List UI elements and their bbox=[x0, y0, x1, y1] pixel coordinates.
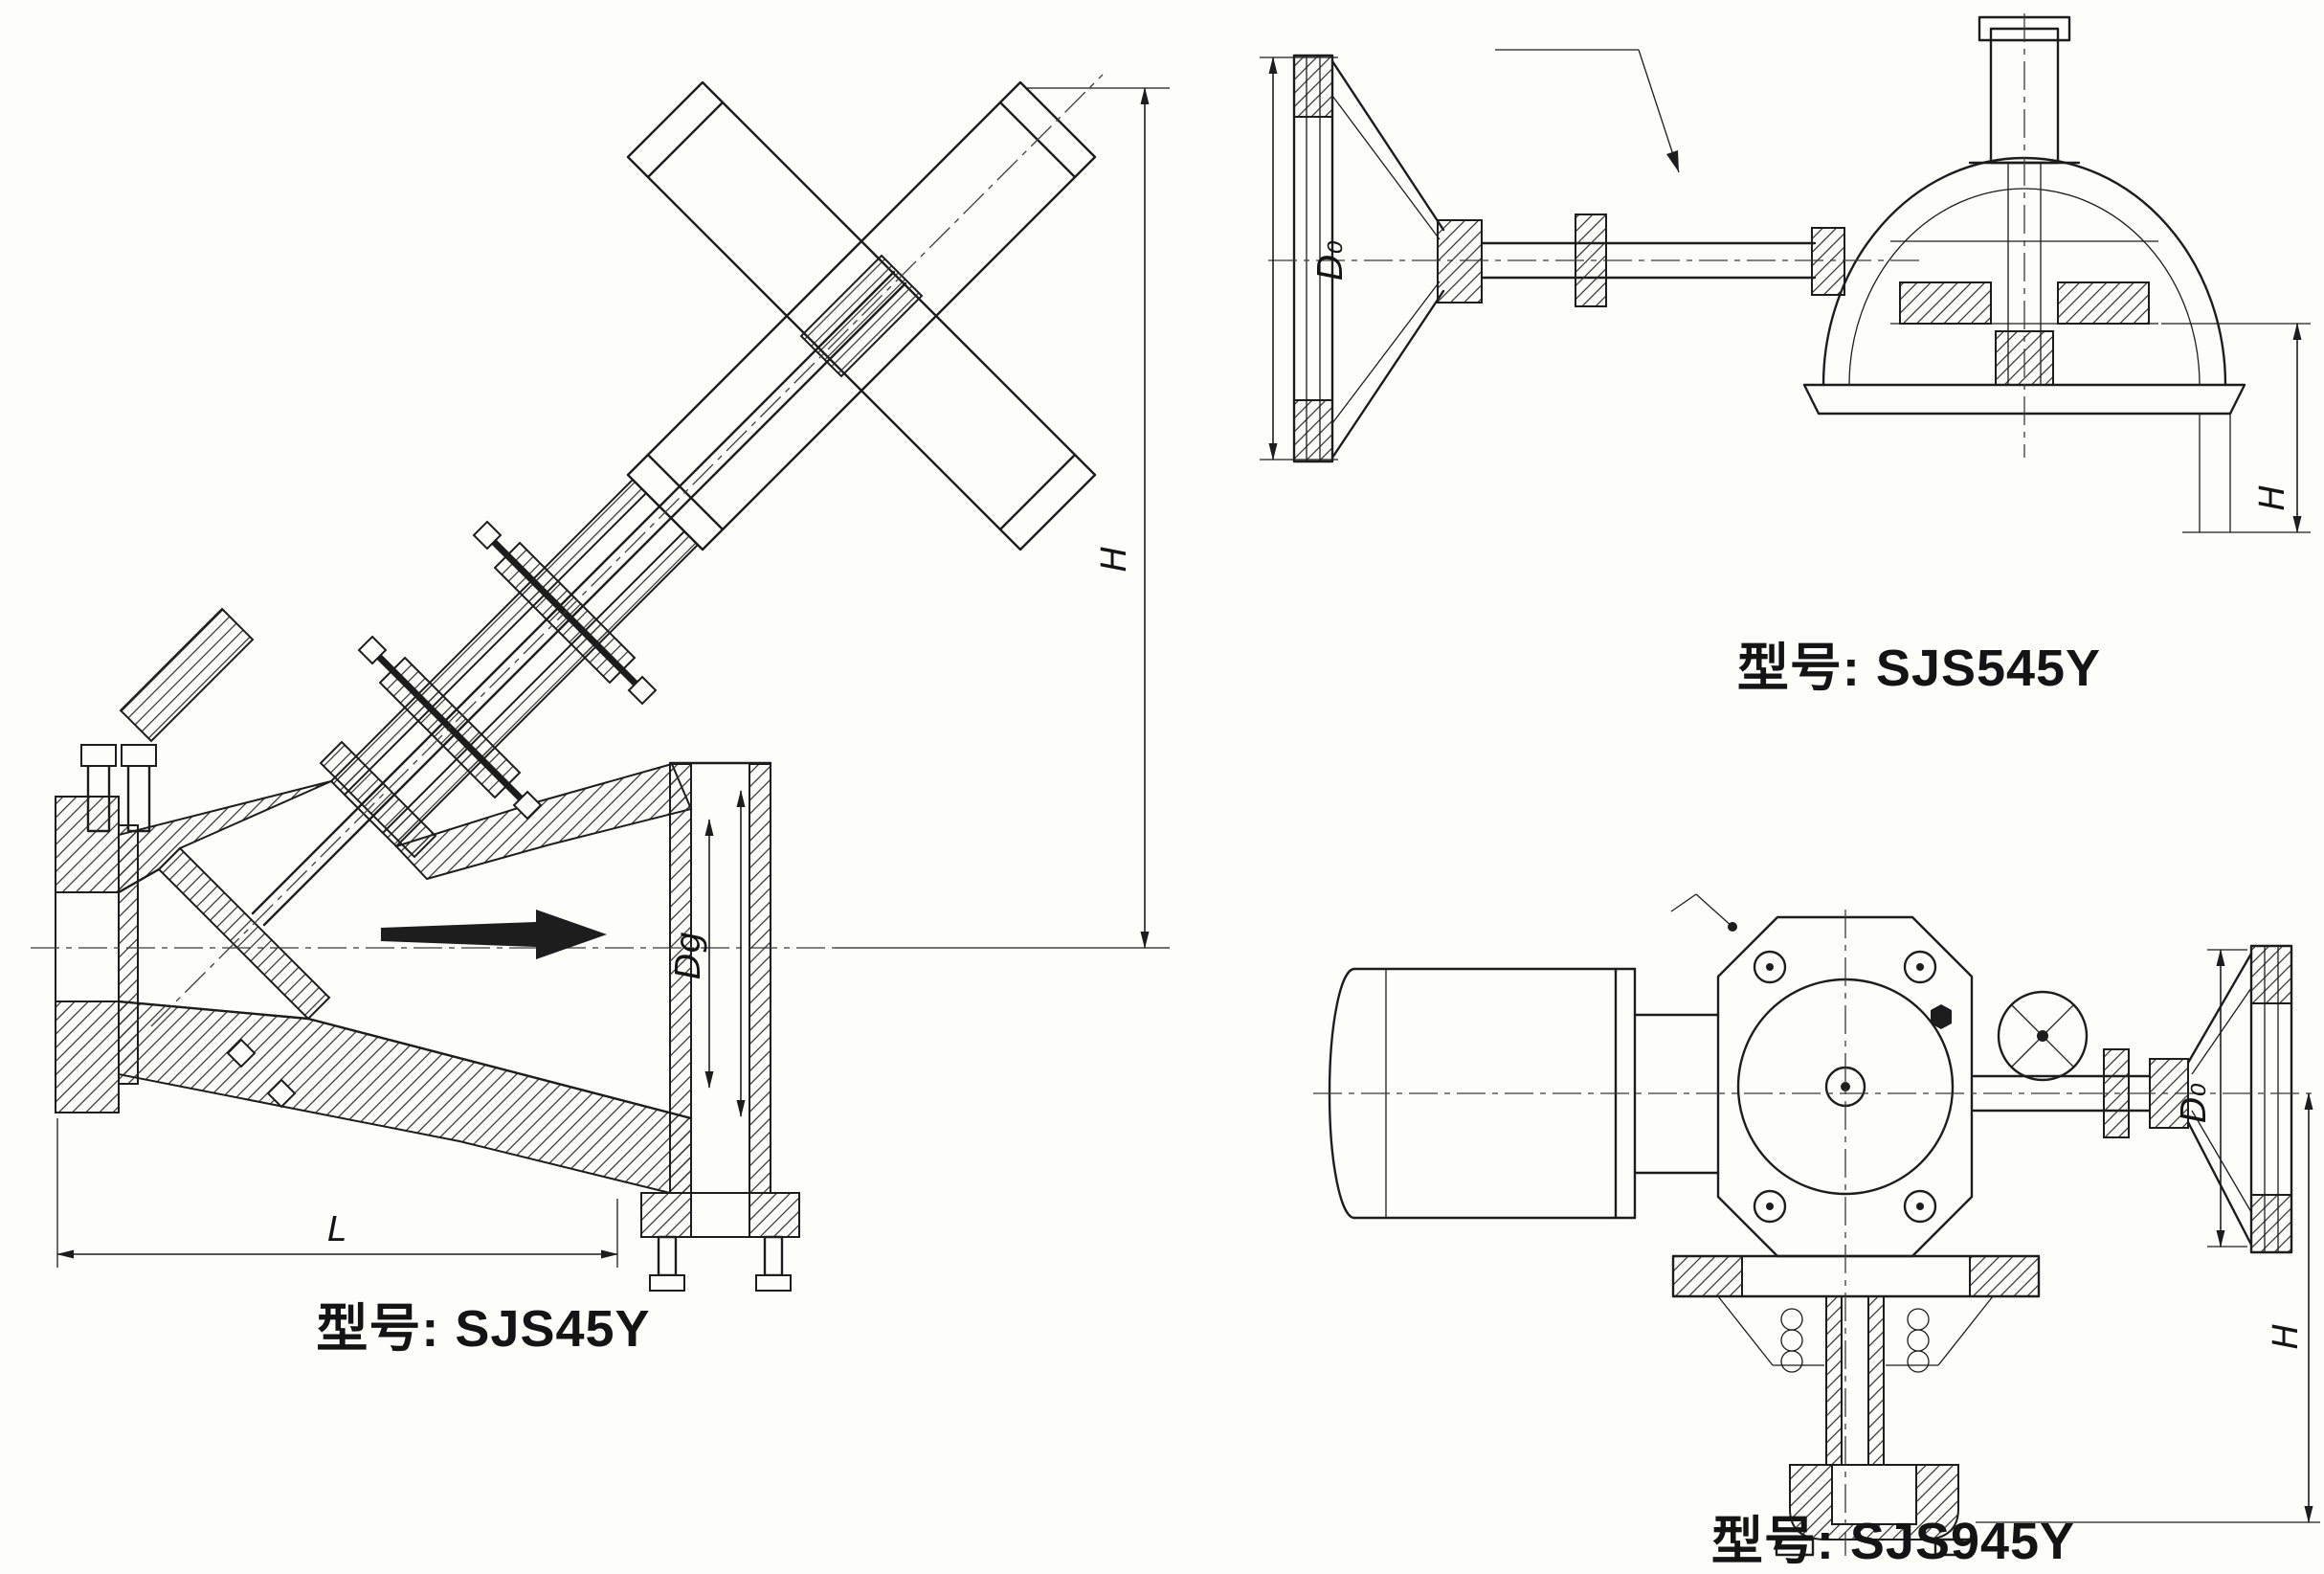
dim-label-length: L bbox=[327, 1210, 346, 1249]
side-handwheel-edge-view bbox=[1972, 944, 2293, 1254]
input-shaft bbox=[1480, 214, 1817, 307]
figure-sjs545y: D₀ H 型号: SJS545Y bbox=[1260, 13, 2311, 697]
dim-label-height: H bbox=[1095, 546, 1134, 572]
centerlines bbox=[1313, 910, 2316, 1556]
dim-label-height: H bbox=[2253, 484, 2292, 510]
model-label-sjs45y: 型号: SJS45Y bbox=[316, 1300, 650, 1358]
valve-body-section bbox=[55, 607, 800, 1292]
flow-direction-arrow bbox=[381, 910, 607, 959]
yoke-and-valve-stem bbox=[1671, 1254, 2041, 1557]
dimension-d0: D₀ bbox=[2175, 949, 2247, 1248]
dimension-bore: Dg bbox=[669, 790, 746, 1117]
dim-label-bore: Dg bbox=[669, 932, 708, 980]
model-label-sjs945y: 型号: SJS945Y bbox=[1711, 1513, 2075, 1570]
manual-override-wheel bbox=[1997, 990, 2089, 1082]
model-label-sjs545y: 型号: SJS545Y bbox=[1737, 640, 2101, 697]
dimension-d0: D₀ bbox=[1260, 56, 1351, 461]
handwheel-hub bbox=[1437, 219, 1483, 304]
dimension-h: H bbox=[835, 87, 1170, 949]
handwheel-edge-view bbox=[1292, 54, 1483, 463]
dimension-h: H bbox=[1976, 1092, 2320, 1523]
dim-label-handwheel-diameter: D₀ bbox=[1311, 240, 1351, 281]
actuator-gearbox bbox=[1670, 893, 1974, 1258]
gear-dome-body bbox=[1802, 15, 2251, 533]
limit-lever bbox=[1695, 893, 1733, 928]
dimension-h: H bbox=[2161, 323, 2311, 533]
centerlines bbox=[31, 74, 1104, 1027]
figure-sjs945y: D₀ H 型号: SJS945Y bbox=[1313, 893, 2320, 1570]
dimension-l: L bbox=[56, 1118, 618, 1268]
dim-label-handwheel-diameter: D₀ bbox=[2175, 1083, 2214, 1123]
leader-line bbox=[1495, 49, 1680, 173]
terminal-boss bbox=[1931, 1004, 1952, 1029]
dim-label-height: H bbox=[2267, 1323, 2306, 1349]
figure-sjs45y: H Dg L 型号: SJS45Y bbox=[31, 74, 1170, 1358]
centerlines bbox=[1268, 13, 2025, 458]
